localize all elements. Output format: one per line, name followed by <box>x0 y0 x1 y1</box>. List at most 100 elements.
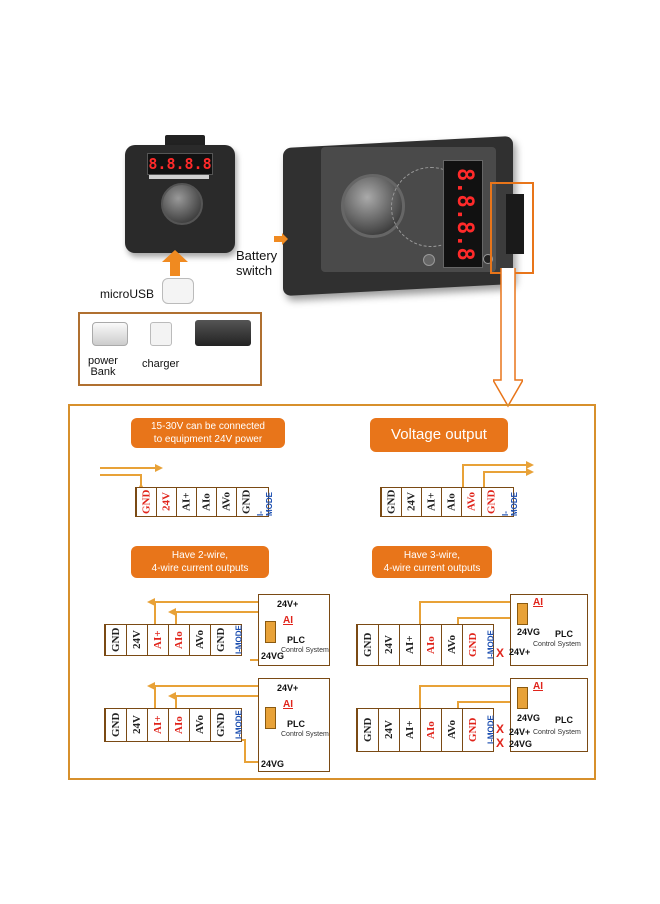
terminal-avo: AVo <box>189 625 210 655</box>
terminal-gnd-2: GND <box>481 488 501 516</box>
terminal-gnd-2: GND <box>210 625 231 655</box>
terminal-aio: AIo <box>168 625 189 655</box>
plc-name: PLC <box>287 719 305 729</box>
terminal-gnd: GND <box>136 488 156 516</box>
power-bank-image <box>92 322 128 346</box>
terminal-avo: AVo <box>189 709 210 741</box>
plc-name: PLC <box>555 629 573 639</box>
plc-ai-label: AI <box>533 597 543 608</box>
terminal-gnd-2: GND <box>462 709 483 751</box>
small-display: 8.8.8.8 <box>147 153 213 175</box>
terminal-mode: I-MODE <box>256 492 274 516</box>
terminal-strip-5: GND 24V AI+ AIo AVo GND I-MODE <box>104 708 244 742</box>
terminal-24v: 24V <box>126 709 147 741</box>
power-bank-label: power Bank <box>88 355 118 378</box>
terminal-strip-1: GND 24V AI+ AIo AVo GND I-MODE <box>135 487 274 517</box>
terminal-aio: AIo <box>196 488 216 516</box>
down-arrow-icon <box>491 268 525 408</box>
terminal-ai-plus: AI+ <box>421 488 441 516</box>
up-arrow-icon <box>162 250 188 276</box>
terminal-ai-plus: AI+ <box>176 488 196 516</box>
terminal-gnd-2: GND <box>210 709 231 741</box>
terminal-strip-4: GND 24V AI+ AIo AVo GND I-MODE <box>356 624 496 666</box>
plc-resistor <box>265 707 276 729</box>
x-mark-6b: X <box>496 736 505 750</box>
terminal-mode: I-MODE <box>234 625 244 655</box>
plc-box-4: AI 24VG PLC Control System 24V+ <box>509 594 588 666</box>
terminal-gnd: GND <box>105 709 126 741</box>
panel1-title: 15-30V can be connected to equipment 24V… <box>131 418 285 448</box>
plc-24vg: 24VG <box>517 713 541 723</box>
plc-resistor <box>517 687 528 709</box>
plc-subtitle: Control System <box>533 641 581 648</box>
terminal-ai-plus: AI+ <box>399 625 420 665</box>
terminal-24v: 24V <box>401 488 421 516</box>
terminal-block <box>506 194 524 254</box>
terminal-aio: AIo <box>420 625 441 665</box>
terminal-avo: AVo <box>461 488 481 516</box>
plc-box-3: 24V+ AI PLC Control System 24VG <box>258 594 330 666</box>
terminal-24v: 24V <box>378 709 399 751</box>
plc-24v-plus: 24V+ <box>509 727 531 737</box>
plc-24vg: 24VG <box>517 627 541 637</box>
big-knob[interactable] <box>341 174 405 238</box>
terminal-avo: AVo <box>441 625 462 665</box>
terminal-24v: 24V <box>156 488 176 516</box>
plc-24vg: 24VG <box>261 651 285 661</box>
terminal-ai-plus: AI+ <box>147 625 168 655</box>
microusb-label: microUSB <box>100 287 155 301</box>
device-led <box>483 254 493 264</box>
plc-name: PLC <box>555 715 573 725</box>
device-button[interactable] <box>423 254 435 266</box>
panel2-title: Voltage output <box>370 418 508 452</box>
battery-switch-label: Battery switch <box>236 248 278 278</box>
terminal-gnd-2: GND <box>236 488 256 516</box>
terminal-aio: AIo <box>168 709 189 741</box>
terminal-gnd: GND <box>105 625 126 655</box>
panel3-title: Have 2-wire, 4-wire current outputs <box>131 546 269 578</box>
terminal-aio: AIo <box>441 488 461 516</box>
terminal-avo: AVo <box>216 488 236 516</box>
terminal-avo: AVo <box>441 709 462 751</box>
plc-resistor <box>265 621 276 643</box>
plc-24v-plus: 24V+ <box>277 599 299 609</box>
charger-image <box>150 322 172 346</box>
terminal-gnd: GND <box>357 625 378 665</box>
plc-subtitle: Control System <box>281 647 329 654</box>
terminal-aio: AIo <box>420 709 441 751</box>
terminal-mode: I-MODE <box>501 492 519 516</box>
plc-name: PLC <box>287 635 305 645</box>
plc-subtitle: Control System <box>281 731 329 738</box>
plc-24v-plus: 24V+ <box>509 647 531 657</box>
terminal-gnd: GND <box>357 709 378 751</box>
terminal-24v: 24V <box>378 625 399 665</box>
charger-label: charger <box>142 358 180 370</box>
plc-24v-plus: 24V+ <box>277 683 299 693</box>
plc-ai-label: AI <box>283 615 293 626</box>
wiring-diagram-frame <box>68 404 596 780</box>
plc-resistor <box>517 603 528 625</box>
plc-box-5: 24V+ AI PLC Control System 24VG <box>258 678 330 772</box>
plc-subtitle: Control System <box>533 729 581 736</box>
terminal-strip-6: GND 24V AI+ AIo AVo GND I-MODE <box>356 708 496 752</box>
terminal-24v: 24V <box>126 625 147 655</box>
device-images-area: 8.8.8.8 microUSB power Bank charger 8.8.… <box>0 0 660 408</box>
terminal-mode: I-MODE <box>234 710 244 740</box>
terminal-gnd: GND <box>381 488 401 516</box>
small-knob[interactable] <box>161 183 203 225</box>
laptop-image <box>195 320 251 346</box>
small-device: 8.8.8.8 <box>125 135 235 255</box>
power-sources-box: power Bank charger <box>78 312 262 386</box>
terminal-ai-plus: AI+ <box>147 709 168 741</box>
big-device: 8.8.8.8 <box>283 132 533 297</box>
terminal-gnd-2: GND <box>462 625 483 665</box>
panel4-title: Have 3-wire, 4-wire current outputs <box>372 546 492 578</box>
microusb-plug <box>162 278 194 304</box>
big-display: 8.8.8.8 <box>443 160 483 268</box>
battery-switch-arrow-icon <box>274 232 288 245</box>
plc-24vg-2: 24VG <box>509 739 533 749</box>
plc-24vg: 24VG <box>261 759 285 769</box>
terminal-strip-2: GND 24V AI+ AIo AVo GND I-MODE <box>380 487 519 517</box>
terminal-ai-plus: AI+ <box>399 709 420 751</box>
terminal-strip-3: GND 24V AI+ AIo AVo GND I-MODE <box>104 624 244 656</box>
